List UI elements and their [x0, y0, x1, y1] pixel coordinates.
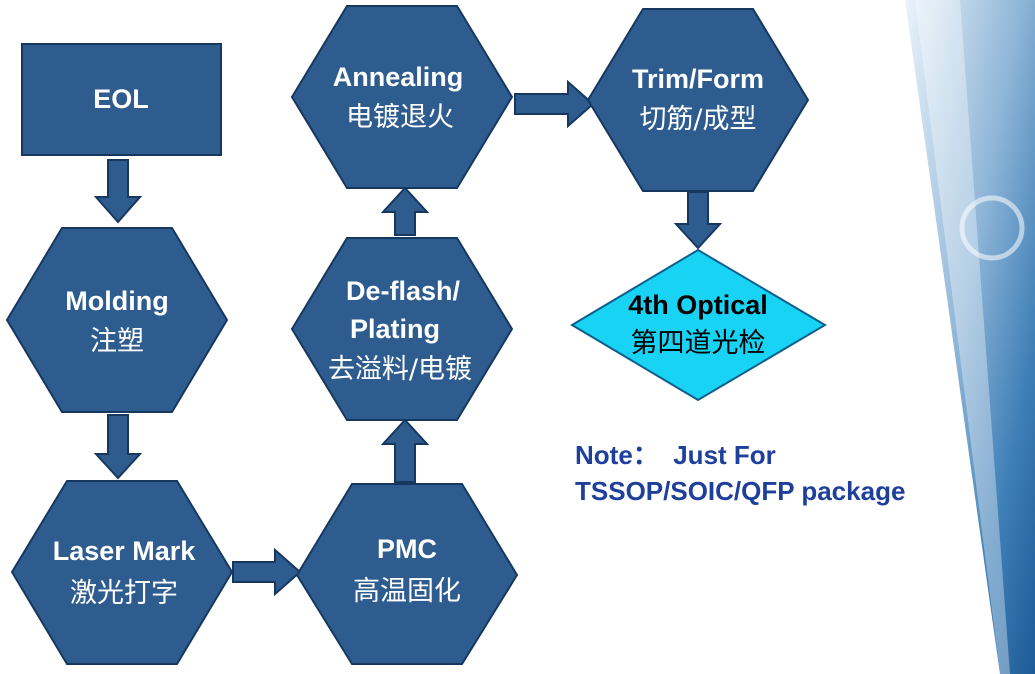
- arrow-laser-mark-to-pmc: [232, 547, 302, 597]
- node-molding-label: Molding: [65, 286, 168, 316]
- node-trim-form-label: Trim/Form: [632, 64, 764, 94]
- node-molding: Molding 注塑: [5, 227, 229, 413]
- arrow-annealing-to-trim-form: [514, 79, 595, 129]
- node-annealing: Annealing 电镀退火: [290, 5, 514, 189]
- node-deflash-label: De-flash/: [346, 276, 461, 306]
- node-trim-form: Trim/Form 切筋/成型: [586, 8, 810, 192]
- node-laser-mark: Laser Mark 激光打字: [10, 480, 234, 665]
- node-eol: EOL: [21, 43, 222, 156]
- node-optical-sublabel: 第四道光检: [631, 328, 766, 359]
- node-eol-label: EOL: [93, 84, 149, 114]
- note-line-2: TSSOP/SOIC/QFP package: [575, 476, 906, 506]
- arrow-molding-to-laser-mark: [93, 414, 143, 480]
- node-pmc-sublabel: 高温固化: [353, 576, 461, 607]
- logo-watermark-icon: [959, 195, 1025, 261]
- arrow-trim-form-to-optical: [673, 191, 723, 250]
- arrow-deflash-to-annealing: [380, 186, 430, 236]
- node-optical-label: 4th Optical: [628, 290, 768, 320]
- node-deflash-label2: Plating: [350, 314, 440, 344]
- node-laser-mark-label: Laser Mark: [53, 536, 197, 566]
- node-pmc-label: PMC: [377, 534, 437, 564]
- node-annealing-sublabel: 电镀退火: [346, 102, 454, 133]
- node-annealing-label: Annealing: [333, 62, 464, 92]
- arrow-eol-to-molding: [93, 159, 143, 224]
- node-trim-form-sublabel: 切筋/成型: [639, 104, 756, 135]
- node-deflash-plating: De-flash/ Plating 去溢料/电镀: [290, 237, 514, 421]
- node-deflash-sublabel: 去溢料/电镀: [328, 354, 472, 385]
- node-pmc: PMC 高温固化: [295, 483, 519, 665]
- node-laser-mark-sublabel: 激光打字: [70, 578, 178, 609]
- decorative-background-graphic: [905, 0, 1035, 674]
- arrow-pmc-to-deflash: [380, 418, 430, 483]
- node-molding-sublabel: 注塑: [90, 326, 144, 357]
- node-4th-optical: 4th Optical 第四道光检: [570, 248, 827, 402]
- note-line-1: Note： Just For: [575, 440, 776, 470]
